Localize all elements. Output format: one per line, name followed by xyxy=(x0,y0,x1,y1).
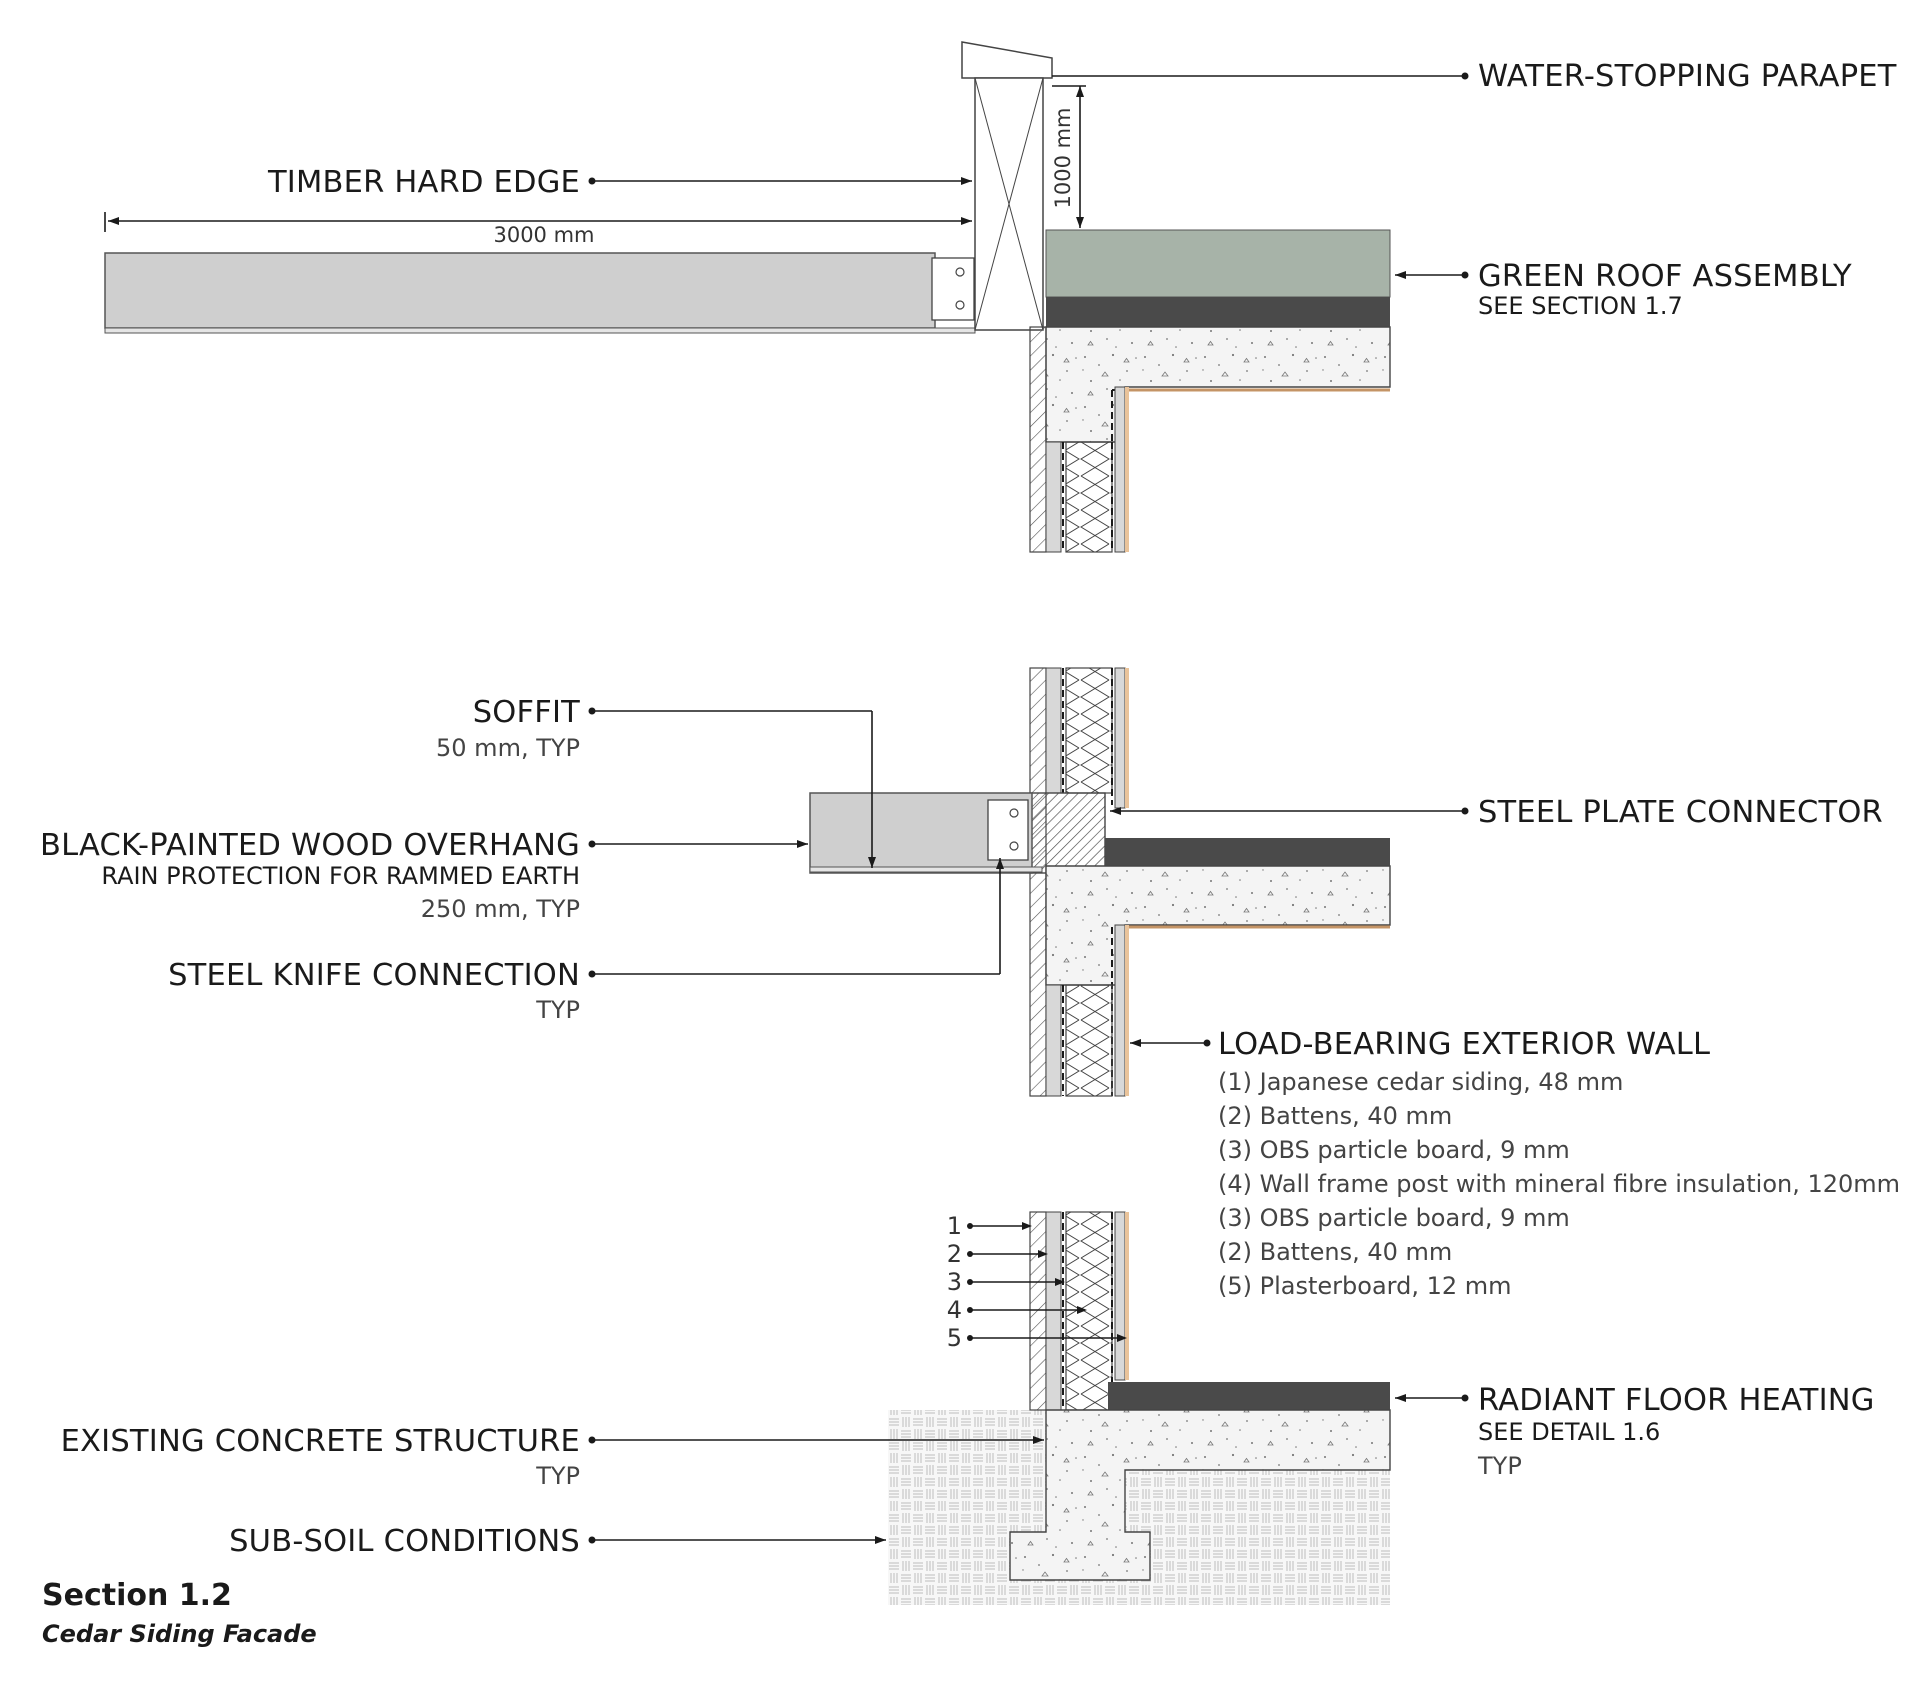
label-existing-concrete-sub: TYP xyxy=(535,1462,580,1490)
timber-ledger-beam xyxy=(1029,792,1106,874)
layer-number-2: 2 xyxy=(947,1240,962,1268)
roof-concrete-slab xyxy=(1045,326,1391,443)
section-title: Section 1.2 xyxy=(42,1578,232,1613)
timber-hard-edge-bottom-strip xyxy=(104,327,976,334)
label-steel-knife-sub: TYP xyxy=(535,996,580,1024)
label-green-roof: GREEN ROOF ASSEMBLY xyxy=(1478,259,1852,294)
label-radiant-floor: RADIANT FLOOR HEATING xyxy=(1478,1383,1875,1418)
radiant-floor-layer xyxy=(1108,1382,1390,1410)
roof-detail xyxy=(104,41,1391,553)
wall-layer-7: (5) Plasterboard, 12 mm xyxy=(1218,1272,1512,1300)
steel-knife-plate xyxy=(987,799,1029,861)
existing-concrete-structure xyxy=(1009,1409,1391,1581)
label-timber-hard-edge: TIMBER HARD EDGE xyxy=(267,165,580,200)
timber-hard-edge-board xyxy=(104,252,936,329)
layer-number-3: 3 xyxy=(947,1268,962,1296)
layer-number-1: 1 xyxy=(947,1212,962,1240)
wall-layer-5: (3) OBS particle board, 9 mm xyxy=(1218,1204,1570,1232)
wall-layer-1: (1) Japanese cedar siding, 48 mm xyxy=(1218,1068,1623,1096)
floor-dark-layer xyxy=(1105,838,1390,866)
wall-layer-4: (4) Wall frame post with mineral fibre i… xyxy=(1218,1170,1900,1198)
label-existing-concrete: EXISTING CONCRETE STRUCTURE xyxy=(61,1424,580,1459)
label-radiant-floor-note: TYP xyxy=(1477,1452,1522,1480)
dimension-lines xyxy=(104,85,1086,232)
label-overhang-sub: RAIN PROTECTION FOR RAMMED EARTH xyxy=(101,862,580,890)
green-roof-layer xyxy=(1045,229,1391,298)
wall-layer-2: (2) Battens, 40 mm xyxy=(1218,1102,1452,1130)
steel-knife-plate-top xyxy=(931,257,975,321)
label-steel-knife: STEEL KNIFE CONNECTION xyxy=(168,958,580,993)
label-steel-plate: STEEL PLATE CONNECTOR xyxy=(1478,795,1883,830)
label-water-stopping-parapet: WATER-STOPPING PARAPET xyxy=(1478,59,1897,94)
dim-1000: 1000 mm xyxy=(1051,107,1075,208)
label-soffit-sub: 50 mm, TYP xyxy=(436,734,580,762)
label-sub-soil: SUB-SOIL CONDITIONS xyxy=(229,1524,580,1559)
layer-number-5: 5 xyxy=(947,1324,962,1352)
label-overhang: BLACK-PAINTED WOOD OVERHANG xyxy=(40,828,580,863)
annotation-labels: 3000 mm 1000 mm WATER-STOPPING PARAPET T… xyxy=(40,59,1900,1559)
label-overhang-note: 250 mm, TYP xyxy=(421,895,580,923)
dim-3000: 3000 mm xyxy=(493,223,594,247)
section-subtitle: Cedar Siding Facade xyxy=(42,1620,317,1648)
label-soffit: SOFFIT xyxy=(473,695,580,730)
label-green-roof-sub: SEE SECTION 1.7 xyxy=(1478,292,1683,320)
wall-layer-6: (2) Battens, 40 mm xyxy=(1218,1238,1452,1266)
cedar-siding-top xyxy=(1029,326,1047,553)
foundation-detail xyxy=(888,1211,1391,1605)
overhang-detail xyxy=(809,667,1391,1097)
roof-membrane xyxy=(1046,297,1390,327)
label-radiant-floor-sub: SEE DETAIL 1.6 xyxy=(1478,1418,1660,1446)
leader-lines xyxy=(588,72,1469,1544)
parapet-cap xyxy=(961,41,1053,79)
label-load-bearing-wall: LOAD-BEARING EXTERIOR WALL xyxy=(1218,1027,1710,1062)
layer-number-4: 4 xyxy=(947,1296,962,1324)
wall-layer-3: (3) OBS particle board, 9 mm xyxy=(1218,1136,1570,1164)
